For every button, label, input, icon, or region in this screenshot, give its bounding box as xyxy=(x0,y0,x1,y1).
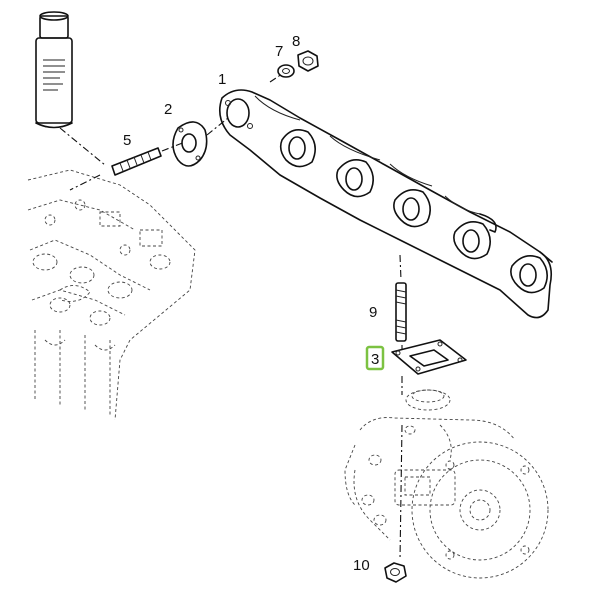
leader-turbo-nut xyxy=(399,424,403,561)
nut-8 xyxy=(297,50,319,72)
stud-5 xyxy=(111,147,162,176)
callout-10[interactable]: 10 xyxy=(353,557,370,574)
leader-stud-5 xyxy=(69,174,101,191)
nut-10 xyxy=(384,562,407,583)
exhaust-manifold-1 xyxy=(219,89,553,319)
leader-manifold-washer xyxy=(269,73,283,83)
callout-7[interactable]: 7 xyxy=(275,43,283,60)
callout-9[interactable]: 9 xyxy=(369,304,377,321)
sealant-tube-icon xyxy=(35,11,73,129)
callout-3-highlight xyxy=(365,345,385,371)
washer-7 xyxy=(277,64,295,78)
leader-gasket-manifold xyxy=(206,117,229,136)
callout-5[interactable]: 5 xyxy=(123,132,131,149)
callout-1[interactable]: 1 xyxy=(218,71,226,88)
gasket-2 xyxy=(172,121,208,167)
callout-8[interactable]: 8 xyxy=(292,33,300,50)
turbocharger-ghost xyxy=(344,389,549,579)
callout-2[interactable]: 2 xyxy=(164,101,172,118)
leader-stud-gasket xyxy=(161,141,186,152)
stud-9 xyxy=(395,282,407,342)
leader-tube xyxy=(59,127,106,166)
gasket-3 xyxy=(391,339,467,375)
leader-stud-9-top xyxy=(399,254,402,281)
engine-block-ghost xyxy=(27,169,196,421)
callout-3[interactable]: 3 xyxy=(371,351,379,368)
